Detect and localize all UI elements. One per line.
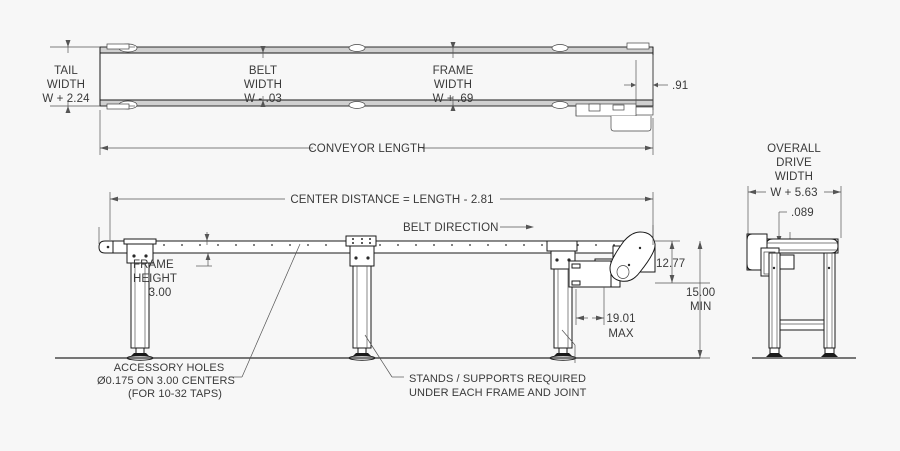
- overall-drive-width-line2: DRIVE: [776, 157, 812, 169]
- dim-belt-width: BELT WIDTH W - .03: [244, 46, 282, 107]
- accessory-hole-row: [127, 244, 615, 246]
- min-height-line1: 15.00: [686, 287, 715, 299]
- dim-drive-projection: 19.01 MAX: [575, 287, 636, 340]
- frame-width-line3: W + .69: [433, 93, 474, 105]
- accessory-holes-line1: ACCESSORY HOLES: [114, 362, 225, 374]
- stand-right: [546, 240, 578, 361]
- belt-width-line2: WIDTH: [244, 79, 282, 91]
- frame-height-line3: 3.00: [149, 287, 172, 299]
- overall-drive-width-line3: WIDTH: [775, 171, 813, 183]
- tail-width-line2: WIDTH: [47, 79, 85, 91]
- conveyor-length-label: CONVEYOR LENGTH: [308, 143, 425, 155]
- drive-assembly-side: [568, 225, 656, 288]
- belt-thickness-value: .089: [791, 207, 814, 219]
- notes-group: ACCESSORY HOLES Ø0.175 ON 3.00 CENTERS (…: [97, 243, 587, 400]
- stand-left: [123, 238, 157, 361]
- tail-width-line3: W + 2.24: [42, 93, 90, 105]
- stands-line1: STANDS / SUPPORTS REQUIRED: [409, 373, 586, 385]
- dim-conveyor-length: CONVEYOR LENGTH: [99, 110, 654, 155]
- top-view-group: TAIL WIDTH W + 2.24 BELT WIDTH W - .03 F…: [42, 40, 688, 155]
- dim-drive-height: 12.77: [655, 240, 685, 284]
- center-distance-label: CENTER DISTANCE = LENGTH - 2.81: [290, 194, 493, 206]
- stand-middle: [348, 245, 376, 361]
- accessory-holes-line3: (FOR 10-32 TAPS): [128, 388, 222, 400]
- dim-min-height: 15.00 MIN: [655, 241, 715, 359]
- belt-width-line1: BELT: [249, 65, 277, 77]
- accessory-holes-line2: Ø0.175 ON 3.00 CENTERS: [97, 375, 235, 387]
- min-height-line2: MIN: [690, 301, 711, 313]
- frame-height-line1: FRAME: [133, 259, 174, 271]
- side-view-group: CENTER DISTANCE = LENGTH - 2.81 BELT DIR…: [55, 192, 715, 361]
- top-view-frame: [99, 46, 654, 107]
- drive-projection-line2: MAX: [608, 328, 633, 340]
- drive-offset-value: .91: [672, 80, 688, 92]
- dim-center-distance: CENTER DISTANCE = LENGTH - 2.81: [109, 192, 654, 240]
- belt-width-line3: W - .03: [244, 93, 282, 105]
- dim-frame-width: FRAME WIDTH W + .69: [433, 42, 474, 111]
- frame-joint-plate: [345, 235, 377, 247]
- belt-direction-label: BELT DIRECTION: [403, 222, 499, 234]
- belt-direction-indicator: BELT DIRECTION: [403, 222, 534, 234]
- top-view-roller-marks: [106, 43, 569, 110]
- dim-overall-drive-width: OVERALL DRIVE WIDTH W + 5.63: [747, 143, 842, 245]
- frame-width-line1: FRAME: [433, 65, 474, 77]
- dim-tail-width: TAIL WIDTH W + 2.24: [42, 40, 100, 113]
- dim-drive-offset: .91: [624, 55, 688, 110]
- frame-height-line2: HEIGHT: [133, 273, 177, 285]
- end-view-group: OVERALL DRIVE WIDTH W + 5.63 .089: [746, 143, 856, 359]
- top-view-drive-assembly: [575, 42, 654, 132]
- tail-pulley: [98, 227, 114, 254]
- tail-width-line1: TAIL: [54, 65, 78, 77]
- frame-width-line2: WIDTH: [434, 79, 472, 91]
- end-view-body: [746, 233, 839, 357]
- stands-line2: UNDER EACH FRAME AND JOINT: [409, 387, 587, 399]
- note-stands-supports: STANDS / SUPPORTS REQUIRED UNDER EACH FR…: [364, 329, 587, 399]
- dim-frame-height: FRAME HEIGHT 3.00: [133, 232, 212, 299]
- drive-projection-line1: 19.01: [606, 313, 635, 325]
- note-accessory-holes: ACCESSORY HOLES Ø0.175 ON 3.00 CENTERS (…: [97, 243, 301, 400]
- drive-height-value: 12.77: [656, 258, 685, 270]
- overall-drive-width-line1: OVERALL: [767, 143, 821, 155]
- overall-drive-width-line4: W + 5.63: [770, 187, 817, 199]
